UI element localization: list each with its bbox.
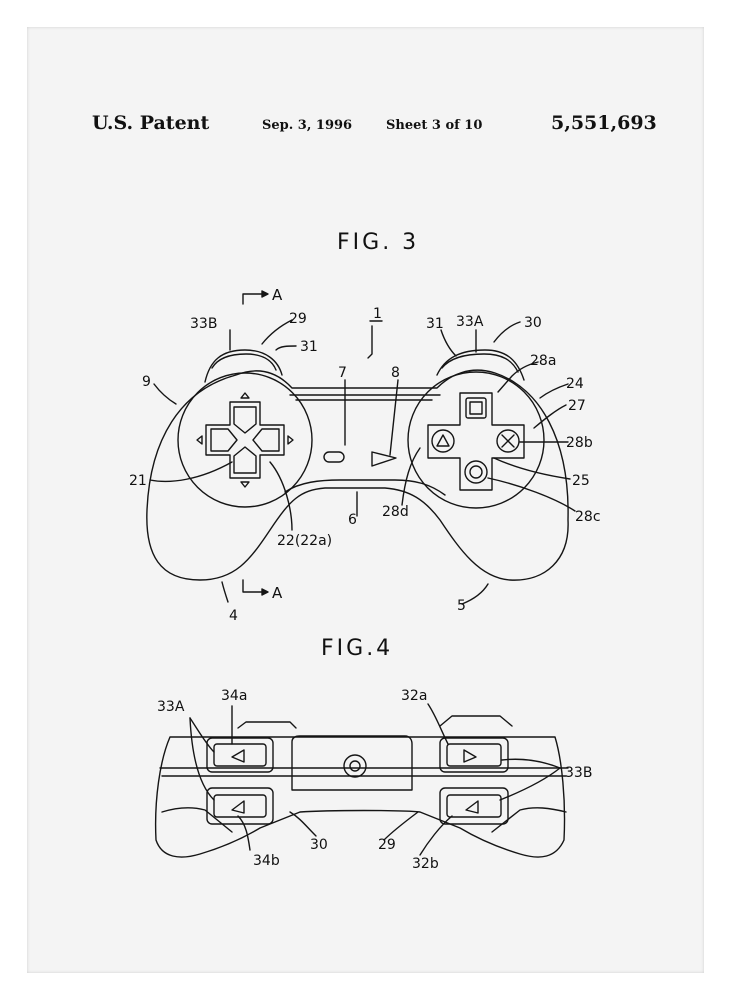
- l2-button-housing: [206, 787, 274, 825]
- label-31-left: 31: [300, 339, 318, 355]
- label-33a: 33A: [456, 314, 484, 330]
- label-21: 21: [129, 473, 147, 489]
- circle-button-icon: [464, 460, 488, 484]
- label-28c: 28c: [575, 509, 601, 525]
- label-33b-fig4: 33B: [565, 765, 592, 781]
- label-28b: 28b: [566, 435, 593, 451]
- label-34a: 34a: [221, 688, 247, 704]
- patent-date: Sep. 3, 1996: [262, 118, 353, 133]
- label-a-bottom: A: [272, 584, 283, 602]
- l1-icon: [231, 749, 245, 763]
- label-30-fig4: 30: [310, 837, 328, 853]
- label-22: 22(22a): [277, 533, 332, 549]
- label-29: 29: [289, 311, 307, 327]
- fig4-title: FIG.4: [321, 636, 394, 661]
- dpad-ring: [177, 372, 313, 508]
- label-5: 5: [457, 598, 466, 614]
- square-button-icon: [465, 397, 487, 419]
- r2-icon: [465, 800, 479, 814]
- front-body-outline: [154, 736, 566, 858]
- sheet-number: Sheet 3 of 10: [386, 118, 483, 133]
- l1-button-housing: [206, 737, 274, 773]
- label-4: 4: [229, 608, 238, 624]
- select-button: [323, 451, 345, 463]
- r1-icon: [463, 749, 477, 763]
- label-30: 30: [524, 315, 542, 331]
- label-32a: 32a: [401, 688, 427, 704]
- patent-number: 5,551,693: [551, 112, 657, 134]
- cross-button-icon: [496, 429, 520, 453]
- label-9: 9: [142, 374, 151, 390]
- label-32b: 32b: [412, 856, 439, 872]
- center-hub: [343, 754, 367, 778]
- label-6: 6: [348, 512, 357, 528]
- fig4-controller-drawing: 33A 34a 34b 30 32a 29 32b 33B: [154, 688, 592, 872]
- controller-body-outline: [146, 369, 569, 581]
- label-34b: 34b: [253, 853, 280, 869]
- button-ring: [407, 371, 545, 509]
- label-1: 1: [373, 306, 382, 322]
- label-28d: 28d: [382, 504, 409, 520]
- label-29-fig4: 29: [378, 837, 396, 853]
- r1-button-housing: [439, 737, 509, 773]
- label-33b: 33B: [190, 316, 217, 332]
- label-a-top: A: [272, 286, 283, 304]
- dpad-cross: [205, 401, 285, 479]
- label-31-right: 31: [426, 316, 444, 332]
- l2-icon: [231, 800, 245, 814]
- triangle-button-icon: [431, 429, 455, 453]
- label-28a: 28a: [530, 353, 556, 369]
- label-8: 8: [391, 365, 400, 381]
- patent-sheet: [27, 27, 704, 973]
- label-25: 25: [572, 473, 590, 489]
- label-24: 24: [566, 376, 584, 392]
- fig3-title: FIG. 3: [337, 230, 420, 255]
- start-button: [371, 451, 397, 467]
- fig3-controller-drawing: 1 A A 33B 29 31 9 7 8 31 33A 30 28a 24 2…: [129, 286, 601, 624]
- patent-header-title: U.S. Patent: [92, 112, 210, 134]
- r2-button-housing: [439, 787, 509, 825]
- label-27: 27: [568, 398, 586, 414]
- label-7: 7: [338, 365, 347, 381]
- label-33a-fig4: 33A: [157, 699, 185, 715]
